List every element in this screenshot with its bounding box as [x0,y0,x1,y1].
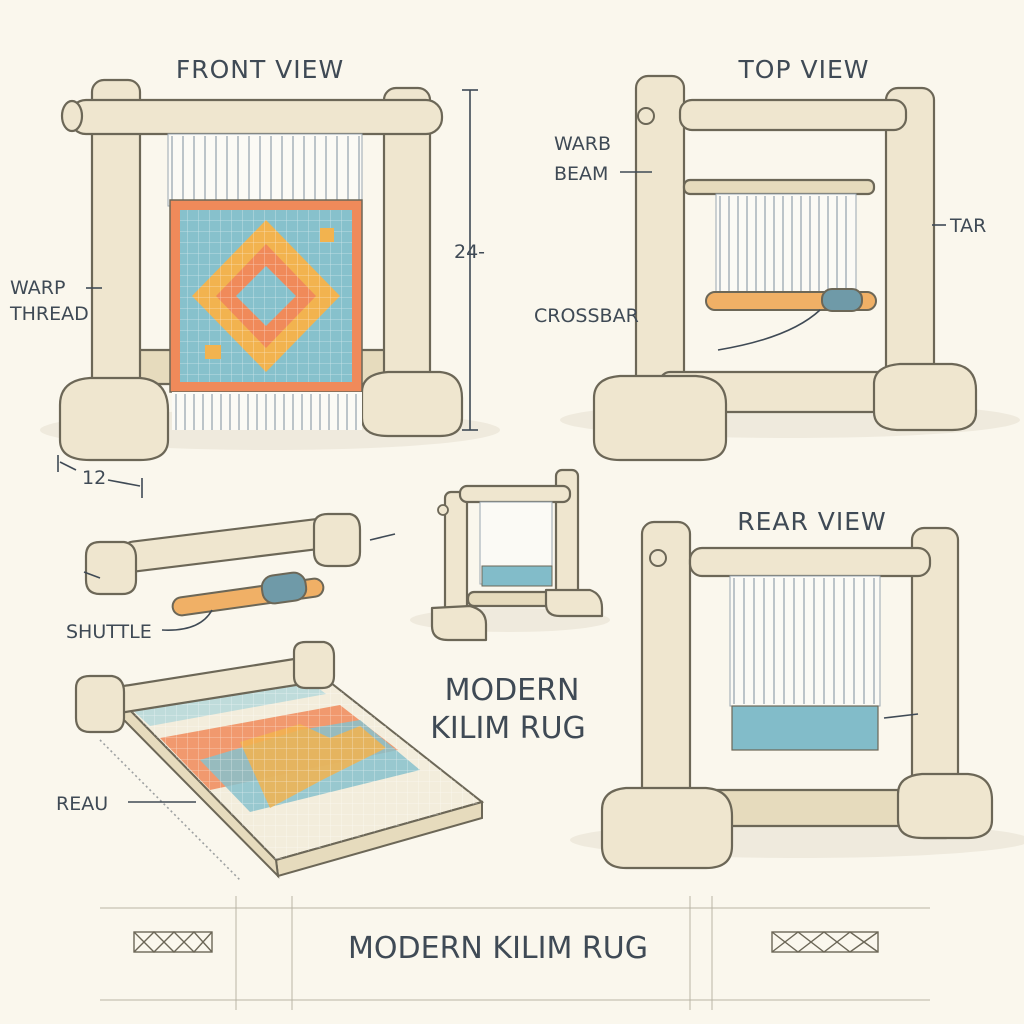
shuttle-detail [161,571,325,631]
height-dimension-line [462,89,478,431]
warp-thread-label-line2: THREAD [9,303,89,325]
small-loom [410,468,610,642]
width-dimension-line [57,455,143,498]
rear-view-title: REAR VIEW [737,507,887,536]
center-title-line2: KILIM RUG [430,711,586,746]
loose-beam [83,512,396,596]
rear-view-loom [570,520,1024,870]
flat-rug-board [74,640,485,881]
front-kilim-rug [169,199,363,393]
front-view-loom [40,78,500,498]
warb-beam-label-line1: WARB [554,133,611,155]
warp-thread-label-line1: WARP [10,277,65,299]
footer-title: MODERN KILIM RUG [348,931,648,966]
center-title-line1: MODERN [445,673,580,708]
right-pattern-icon [771,931,879,953]
height-dimension-label: 24- [454,241,485,263]
crossbar-label: CROSSBAR [534,305,639,327]
footer-title-block [100,896,930,1010]
warb-beam-label-line2: BEAM [554,163,608,185]
top-view-loom [560,74,1020,462]
front-warp-threads [167,133,363,207]
width-dimension-label: 12 [82,467,106,489]
tar-label: TAR [949,215,986,237]
shuttle-label: SHUTTLE [66,621,152,643]
left-pattern-icon [133,930,213,954]
rear-warp-threads [729,575,881,707]
top-view-title: TOP VIEW [738,55,870,84]
front-rug-fringe [172,392,362,430]
reau-label: REAU [56,793,108,815]
top-warp-threads [715,193,857,295]
front-view-title: FRONT VIEW [176,55,344,84]
top-shuttle [705,288,877,351]
